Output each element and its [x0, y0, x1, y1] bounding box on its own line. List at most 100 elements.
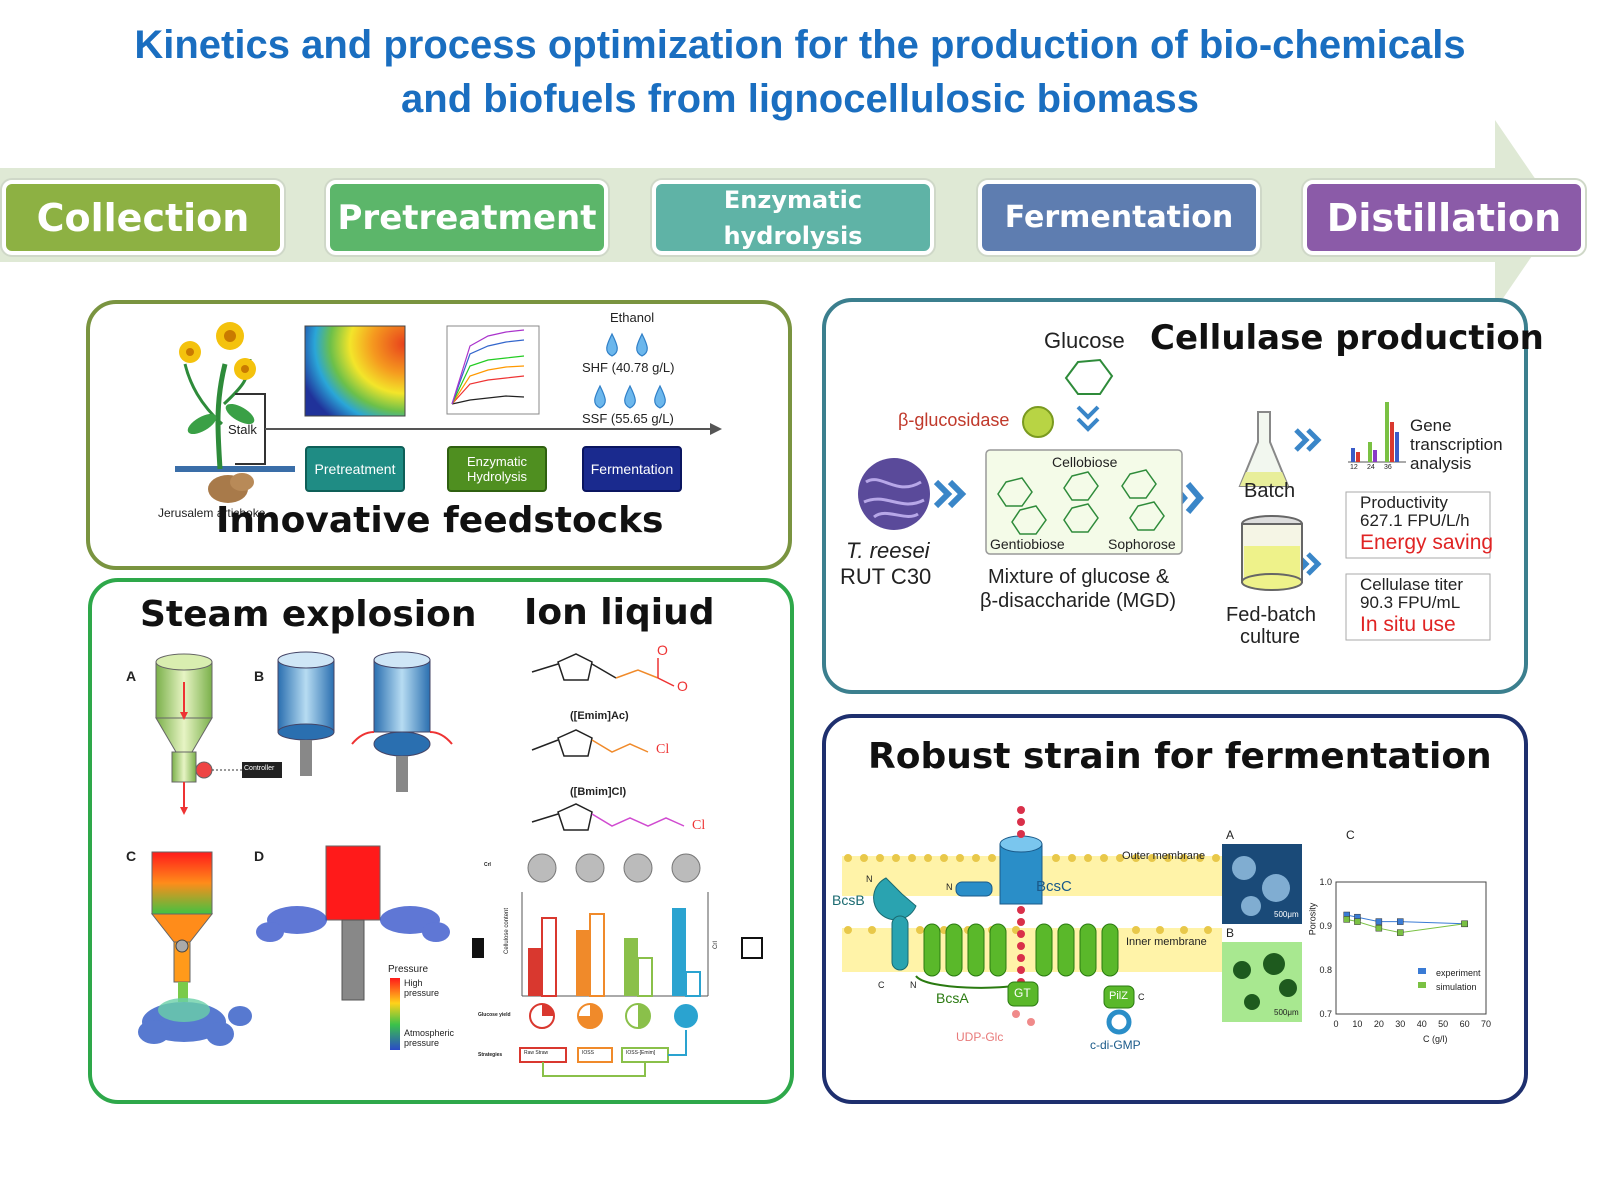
chart-frame — [1335, 881, 1487, 1015]
gt-label: GT — [1014, 986, 1031, 1000]
stalk-label: Stalk — [228, 422, 257, 437]
sophorose-label: Sophorose — [1108, 536, 1176, 552]
y-tick-label: 0.8 — [1319, 965, 1332, 975]
high-pressure-label: High pressure — [404, 978, 440, 998]
data-point-simulation — [1461, 920, 1468, 928]
scale-a-label: 500μm — [1274, 910, 1299, 919]
panel-innovative-feedstocks: Ethanol SHF (40.78 g/L) SSF (55.65 g/L) … — [86, 300, 792, 570]
strain-label: RUT C30 — [840, 564, 932, 589]
fedbatch-label-2: culture — [1240, 626, 1301, 648]
c-di-gmp-label: c-di-GMP — [1090, 1038, 1141, 1052]
pilz-label: PilZ — [1109, 990, 1128, 1002]
response-surface-plot — [304, 325, 406, 417]
stage-pretreatment-label: Pretreatment — [337, 197, 597, 238]
gene-analysis-label: Gene transcription analysis — [1410, 416, 1503, 473]
stage-distillation-label: Distillation — [1326, 195, 1562, 240]
data-point-experiment — [1375, 918, 1383, 925]
x-tick-label: 70 — [1481, 1019, 1491, 1029]
stage-fermentation-label: Fermentation — [1004, 200, 1234, 235]
scale-b-label: 500μm — [1274, 1008, 1299, 1017]
disaccharide-box — [985, 449, 1183, 555]
outer-membrane-label: Outer membrane — [1122, 850, 1206, 862]
plant-label: Jerusalem artichoke — [158, 506, 266, 520]
ion-cl-label-1: Cl — [656, 742, 670, 757]
steam-label-a: A — [126, 668, 137, 684]
chevron-right-icon — [933, 479, 967, 509]
stage-fermentation: Fermentation — [978, 180, 1260, 255]
productivity-line-1: Productivity — [1360, 493, 1448, 512]
panel-title-cellulase: Cellulase production — [1150, 318, 1544, 358]
steam-label-c: C — [126, 848, 137, 864]
chart-ylabel: Porosity — [1307, 902, 1318, 936]
gene-line-2: transcription — [1410, 435, 1503, 454]
mixture-label-1: Mixture of glucose & — [988, 566, 1170, 588]
fedbatch-label-1: Fed-batch — [1226, 604, 1317, 626]
chart-xlabel: C (g/l) — [1423, 1034, 1448, 1044]
panel-title-ionic: Ion liqiud — [524, 592, 715, 633]
glucose-molecule-icon — [1064, 358, 1114, 395]
titer-box — [1345, 573, 1491, 641]
bmim-label: ([Bmim]Cl) — [570, 786, 627, 798]
productivity-box — [1345, 491, 1491, 559]
x-tick-label: 40 — [1417, 1019, 1427, 1029]
bcsc-protein-icon — [999, 843, 1043, 905]
beta-glucosidase-label: β-glucosidase — [898, 410, 1010, 430]
stage-collection: Collection — [2, 180, 284, 255]
gene-line-1: Gene — [1410, 416, 1452, 435]
gene-line-3: analysis — [1410, 454, 1472, 473]
row-cri-label: CrI — [484, 862, 491, 868]
legend-simulation: simulation — [1436, 982, 1477, 992]
bcsa-protein-icon — [923, 923, 1119, 977]
data-point-simulation — [1397, 929, 1404, 936]
stage-enzymatic-hydrolysis: Enzymatic hydrolysis — [652, 180, 934, 255]
cellobiose-label: Cellobiose — [1052, 454, 1118, 470]
micrograph-a-label: A — [1226, 828, 1235, 842]
steam-explosion-illustration — [138, 651, 453, 1050]
pressure-label: Pressure — [388, 964, 429, 975]
ssf-label: SSF (55.65 g/L) — [582, 411, 674, 426]
cri-ylabel: CrI — [713, 941, 719, 949]
udp-glc-label: UDP-Glc — [956, 1030, 1004, 1044]
bcsc-n-label: N — [946, 882, 953, 892]
cellulase-illustration — [858, 358, 1491, 641]
gt-domain-icon — [1007, 981, 1039, 1007]
ion-o-label-1: O — [657, 642, 668, 658]
emim-label: ([Emim]Ac) — [570, 710, 629, 722]
strategy-ioss: IOSS — [582, 1050, 594, 1056]
y-tick-label: 0.7 — [1319, 1009, 1332, 1019]
data-point-simulation — [1354, 918, 1361, 925]
x-tick-label: 20 — [1374, 1019, 1384, 1029]
bcsb-n-label: N — [866, 874, 873, 884]
ion-cl-label-2: Cl — [692, 818, 706, 833]
x-tick-label: 0 — [1333, 1019, 1338, 1029]
gentiobiose-label: Gentiobiose — [990, 536, 1065, 552]
legend-experiment: experiment — [1436, 968, 1481, 978]
cellulose-ylabel: Cellulose content — [504, 907, 511, 955]
panel-title-robust: Robust strain for fermentation — [868, 736, 1492, 777]
gene-tick-24: 24 — [1367, 464, 1375, 471]
y-tick-label: 1.0 — [1319, 877, 1332, 887]
bcsa-n-label: N — [910, 980, 917, 990]
stage-enzymatic-label: Enzymatic hydrolysis — [723, 185, 863, 250]
c-di-gmp-icon — [1106, 1009, 1132, 1035]
glucose-label: Glucose — [1044, 328, 1125, 353]
x-tick-label: 10 — [1352, 1019, 1362, 1029]
micrograph-b-label: B — [1226, 926, 1235, 940]
energy-saving-label: Energy saving — [1360, 531, 1494, 554]
stage-distillation: Distillation — [1303, 180, 1585, 255]
atm-pressure-label: Atmospheric pressure — [404, 1028, 455, 1048]
data-point-experiment — [1397, 918, 1404, 925]
productivity-label: Productivity 627.1 FPU/L/h Energy saving — [1360, 494, 1493, 556]
x-tick-label: 60 — [1460, 1019, 1470, 1029]
x-tick-label: 30 — [1395, 1019, 1405, 1029]
gene-tick-12: 12 — [1350, 464, 1358, 471]
legend-marker-simulation — [1418, 982, 1426, 988]
title-line-2: and biofuels from lignocellulosic biomas… — [401, 77, 1199, 121]
panel-pretreatment-methods: Steam explosion Ion liqiud — [88, 578, 794, 1104]
data-point-simulation — [1375, 924, 1383, 932]
mini-step-fermentation: Fermentation — [582, 446, 682, 492]
t-reesei-icon — [858, 458, 930, 530]
steam-label-d: D — [254, 848, 265, 864]
